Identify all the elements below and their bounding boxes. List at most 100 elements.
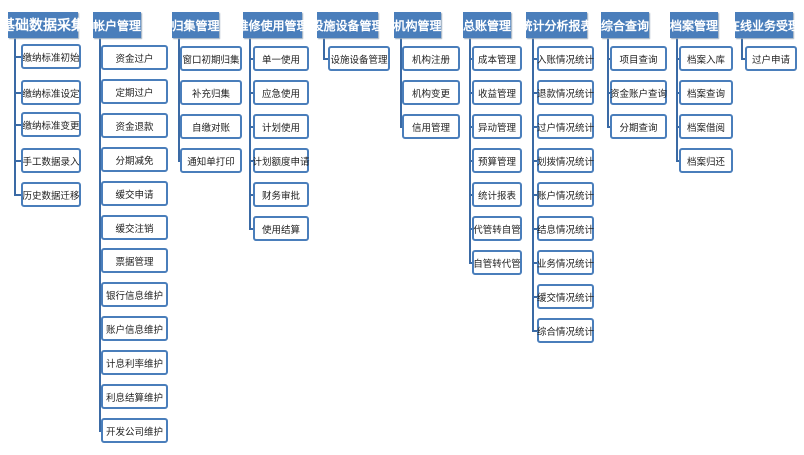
submodule-box[interactable]: 历史数据迁移 [21,182,81,207]
connector-line [607,58,610,60]
module-header[interactable]: 综合查询 [601,12,649,38]
submodule-box[interactable]: 代管转自管 [472,216,522,241]
submodule-box[interactable]: 分期减免 [101,147,168,172]
submodule-box[interactable]: 设施设备管理 [328,46,390,71]
submodule-box[interactable]: 收益管理 [472,80,522,105]
connector-line [249,160,253,162]
connector-line [99,125,101,127]
submodule-box[interactable]: 机构注册 [402,46,460,71]
submodule-box[interactable]: 应急使用 [253,80,309,105]
submodule-box[interactable]: 资金过户 [101,45,168,70]
connector-line [99,193,101,195]
module-header[interactable]: 基础数据采集 [1,12,85,38]
connector-line [249,228,253,230]
submodule-box[interactable]: 自缴对账 [180,114,242,139]
submodule-box[interactable]: 开发公司维护 [101,418,168,443]
connector-line [469,38,471,264]
submodule-box[interactable]: 计划使用 [253,114,309,139]
submodule-box[interactable]: 自管转代管 [472,250,522,275]
submodule-box[interactable]: 手工数据录入 [21,148,81,173]
submodule-box[interactable]: 退款情况统计 [537,80,594,105]
module-header[interactable]: 设施设备管理 [312,12,384,38]
submodule-box[interactable]: 账户信息维护 [101,316,168,341]
submodule-box[interactable]: 信用管理 [402,114,460,139]
connector-line [676,126,679,128]
connector-line [469,262,472,264]
connector-line [607,92,610,94]
submodule-box[interactable]: 档案入库 [679,46,733,71]
submodule-box[interactable]: 档案查询 [679,80,733,105]
submodule-box[interactable]: 缓交申请 [101,181,168,206]
submodule-box[interactable]: 异动管理 [472,114,522,139]
connector-line [532,38,534,332]
submodule-box[interactable]: 项目查询 [610,46,667,71]
connector-line [99,396,101,398]
module-header[interactable]: 档案管理 [670,12,718,38]
submodule-box[interactable]: 档案归还 [679,148,733,173]
connector-line [400,126,402,128]
connector-line [607,126,610,128]
submodule-box[interactable]: 票据管理 [101,248,168,273]
submodule-box[interactable]: 财务审批 [253,182,309,207]
submodule-box[interactable]: 业务情况统计 [537,250,594,275]
submodule-box[interactable]: 过户申请 [745,46,797,71]
connector-line [469,58,472,60]
submodule-box[interactable]: 账户情况统计 [537,182,594,207]
submodule-box[interactable]: 综合情况统计 [537,318,594,343]
submodule-box[interactable]: 缓交情况统计 [537,284,594,309]
submodule-box[interactable]: 单一使用 [253,46,309,71]
submodule-box[interactable]: 使用结算 [253,216,309,241]
submodule-box[interactable]: 档案借阅 [679,114,733,139]
connector-line [532,228,537,230]
connector-line [469,228,472,230]
submodule-box[interactable]: 定期过户 [101,79,168,104]
connector-line [99,430,101,432]
module-header[interactable]: 总账管理 [463,12,511,38]
submodule-box[interactable]: 计划额度申请 [253,148,310,173]
module-header[interactable]: 统计分析报表 [521,12,593,38]
connector-line [249,194,253,196]
submodule-box[interactable]: 过户情况统计 [537,114,594,139]
connector-line [178,58,180,60]
submodule-box[interactable]: 分期查询 [610,114,667,139]
submodule-box[interactable]: 资金退款 [101,113,168,138]
connector-line [741,38,743,60]
submodule-box[interactable]: 补充归集 [180,80,242,105]
module-header[interactable]: 在线业务受理 [728,12,800,38]
submodule-box[interactable]: 预算管理 [472,148,522,173]
module-header[interactable]: 机构管理 [394,12,442,38]
connector-line [249,92,253,94]
submodule-box[interactable]: 计息利率维护 [101,350,168,375]
submodule-box[interactable]: 缴纳标准设定 [21,80,81,105]
module-header[interactable]: 维修使用管理 [237,12,309,38]
submodule-box[interactable]: 成本管理 [472,46,522,71]
connector-line [249,58,253,60]
submodule-box[interactable]: 缓交注销 [101,215,168,240]
submodule-box[interactable]: 机构变更 [402,80,460,105]
connector-line [178,160,180,162]
connector-line [532,92,537,94]
connector-line [249,126,253,128]
connector-line [676,160,679,162]
submodule-box[interactable]: 结息情况统计 [537,216,594,241]
submodule-box[interactable]: 通知单打印 [180,148,242,173]
connector-line [469,126,472,128]
connector-line [323,38,325,60]
submodule-box[interactable]: 资金账户查询 [610,80,667,105]
submodule-box[interactable]: 入账情况统计 [537,46,594,71]
submodule-box[interactable]: 统计报表 [472,182,522,207]
connector-line [14,38,16,196]
submodule-box[interactable]: 银行信息维护 [101,282,168,307]
submodule-box[interactable]: 划拨情况统计 [537,148,594,173]
connector-line [469,160,472,162]
module-header[interactable]: 帐户管理 [93,12,141,38]
connector-line [400,58,402,60]
submodule-box[interactable]: 缴纳标准变更 [21,112,81,137]
connector-line [400,38,402,128]
submodule-box[interactable]: 缴纳标准初始 [21,44,81,69]
submodule-box[interactable]: 窗口初期归集 [180,46,242,71]
connector-line [178,126,180,128]
submodule-box[interactable]: 利息结算维护 [101,384,168,409]
module-header[interactable]: 归集管理 [172,12,220,38]
